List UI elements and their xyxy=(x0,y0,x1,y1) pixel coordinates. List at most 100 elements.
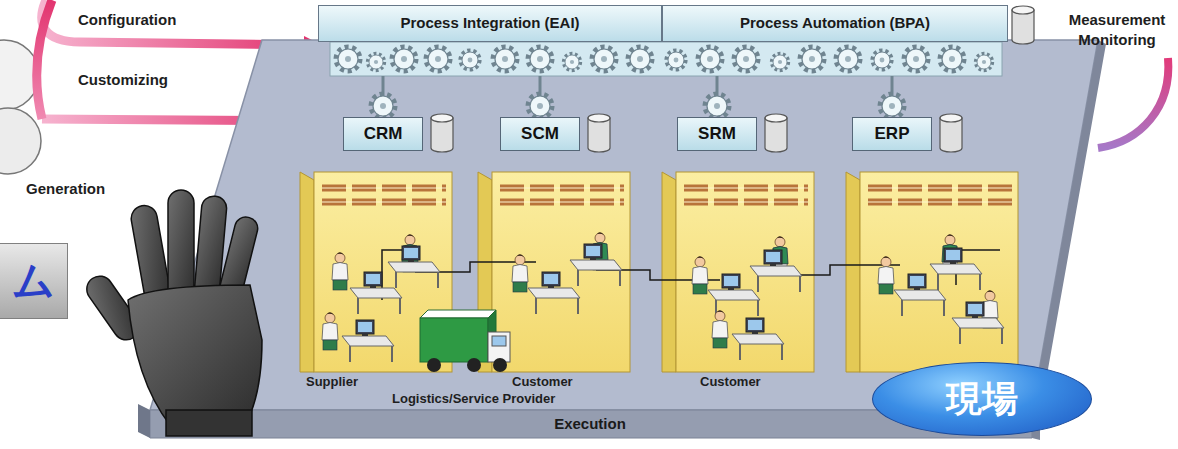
workplace xyxy=(750,250,802,292)
workplace xyxy=(332,252,348,290)
workplace xyxy=(322,232,1004,362)
gear-band xyxy=(872,50,891,69)
gear-band xyxy=(904,47,928,71)
workplace xyxy=(322,312,338,350)
menu-box: ム xyxy=(0,243,68,319)
delivery-truck xyxy=(420,310,496,318)
platform xyxy=(138,40,1106,440)
building xyxy=(868,188,1012,189)
node-text: Process Integration (EAI) xyxy=(400,15,579,32)
database-cylinder xyxy=(765,114,787,152)
gear-band xyxy=(666,50,685,69)
gear-band xyxy=(426,47,450,71)
workplace xyxy=(712,310,728,348)
building xyxy=(868,185,1012,192)
node-text: SCM xyxy=(521,125,559,144)
system-box: SCM xyxy=(500,117,580,151)
node-text: Process Automation (BPA) xyxy=(740,15,930,32)
gear-band xyxy=(698,47,722,71)
gear-band xyxy=(734,47,758,71)
workplace xyxy=(512,254,528,292)
node-text: ム xyxy=(12,258,55,304)
building xyxy=(322,185,446,192)
workplace xyxy=(878,256,894,294)
building xyxy=(868,199,1012,206)
workplace xyxy=(708,274,760,316)
delivery-truck xyxy=(420,310,510,372)
workplace xyxy=(692,256,708,294)
workplace xyxy=(342,320,394,362)
workplace xyxy=(930,248,982,290)
gear-band xyxy=(836,47,860,71)
gear-band xyxy=(460,50,479,69)
config-arrows xyxy=(37,0,52,119)
workplace xyxy=(732,318,784,360)
link-gears xyxy=(371,76,904,118)
delivery-truck xyxy=(420,318,488,362)
delivery-truck xyxy=(467,358,481,372)
building xyxy=(868,202,1012,203)
building xyxy=(500,202,624,203)
caption-label: Measurement Monitoring xyxy=(1066,10,1168,49)
system-box: SRM xyxy=(677,117,757,151)
building xyxy=(860,172,1018,372)
delivery-truck xyxy=(488,332,510,362)
workplace xyxy=(570,244,622,286)
config-arrows xyxy=(42,0,306,45)
node-text: CRM xyxy=(364,125,403,144)
workplace xyxy=(388,246,440,288)
node-text: 現場 xyxy=(946,379,1018,419)
platform xyxy=(138,404,150,438)
process-bar-cell: Process Automation (BPA) xyxy=(662,5,1008,42)
delivery-truck xyxy=(427,358,441,372)
building xyxy=(500,185,624,192)
building xyxy=(676,172,814,372)
node-text: SRM xyxy=(698,125,736,144)
gear-band xyxy=(493,47,517,71)
gear-band xyxy=(628,47,652,71)
building xyxy=(300,172,1018,372)
building xyxy=(684,185,808,192)
gear-band xyxy=(976,54,993,71)
measurement-curve xyxy=(1098,58,1168,148)
workplace xyxy=(350,272,402,314)
link-gears xyxy=(880,94,904,118)
system-box: ERP xyxy=(852,117,932,151)
caption-label: Supplier xyxy=(306,374,358,391)
database-cylinder xyxy=(588,114,610,152)
building xyxy=(684,199,808,206)
source-circles xyxy=(0,108,41,174)
process-bar-cell: Process Integration (EAI) xyxy=(318,5,662,42)
caption-label: Customer xyxy=(700,374,761,391)
delivery-truck xyxy=(493,358,507,372)
glove-hand xyxy=(166,410,252,436)
link-gears xyxy=(371,94,395,118)
building xyxy=(846,172,860,372)
building xyxy=(322,202,446,203)
workplace xyxy=(952,302,1004,344)
platform xyxy=(150,40,1098,410)
measurement-curve xyxy=(1098,58,1168,148)
caption-label: Customizing xyxy=(78,70,168,90)
building xyxy=(300,172,314,372)
glove-hand xyxy=(168,190,194,302)
building xyxy=(500,199,624,206)
building xyxy=(322,188,446,189)
site-oval: 現場 xyxy=(872,362,1092,436)
gear-band xyxy=(800,47,824,71)
building xyxy=(322,199,446,206)
building xyxy=(492,172,630,372)
node-text: ERP xyxy=(875,125,910,144)
gear-band xyxy=(368,54,385,71)
link-gears xyxy=(705,94,729,118)
building xyxy=(684,202,808,203)
database-cylinder xyxy=(940,114,962,152)
gear-band xyxy=(940,47,964,71)
delivery-truck xyxy=(492,336,506,346)
caption-label: Logistics/Service Provider xyxy=(392,391,555,408)
gear-band xyxy=(592,47,616,71)
building xyxy=(500,188,624,189)
gear-band xyxy=(392,47,416,71)
caption-label: Configuration xyxy=(78,10,176,30)
glove-hand xyxy=(82,190,262,436)
